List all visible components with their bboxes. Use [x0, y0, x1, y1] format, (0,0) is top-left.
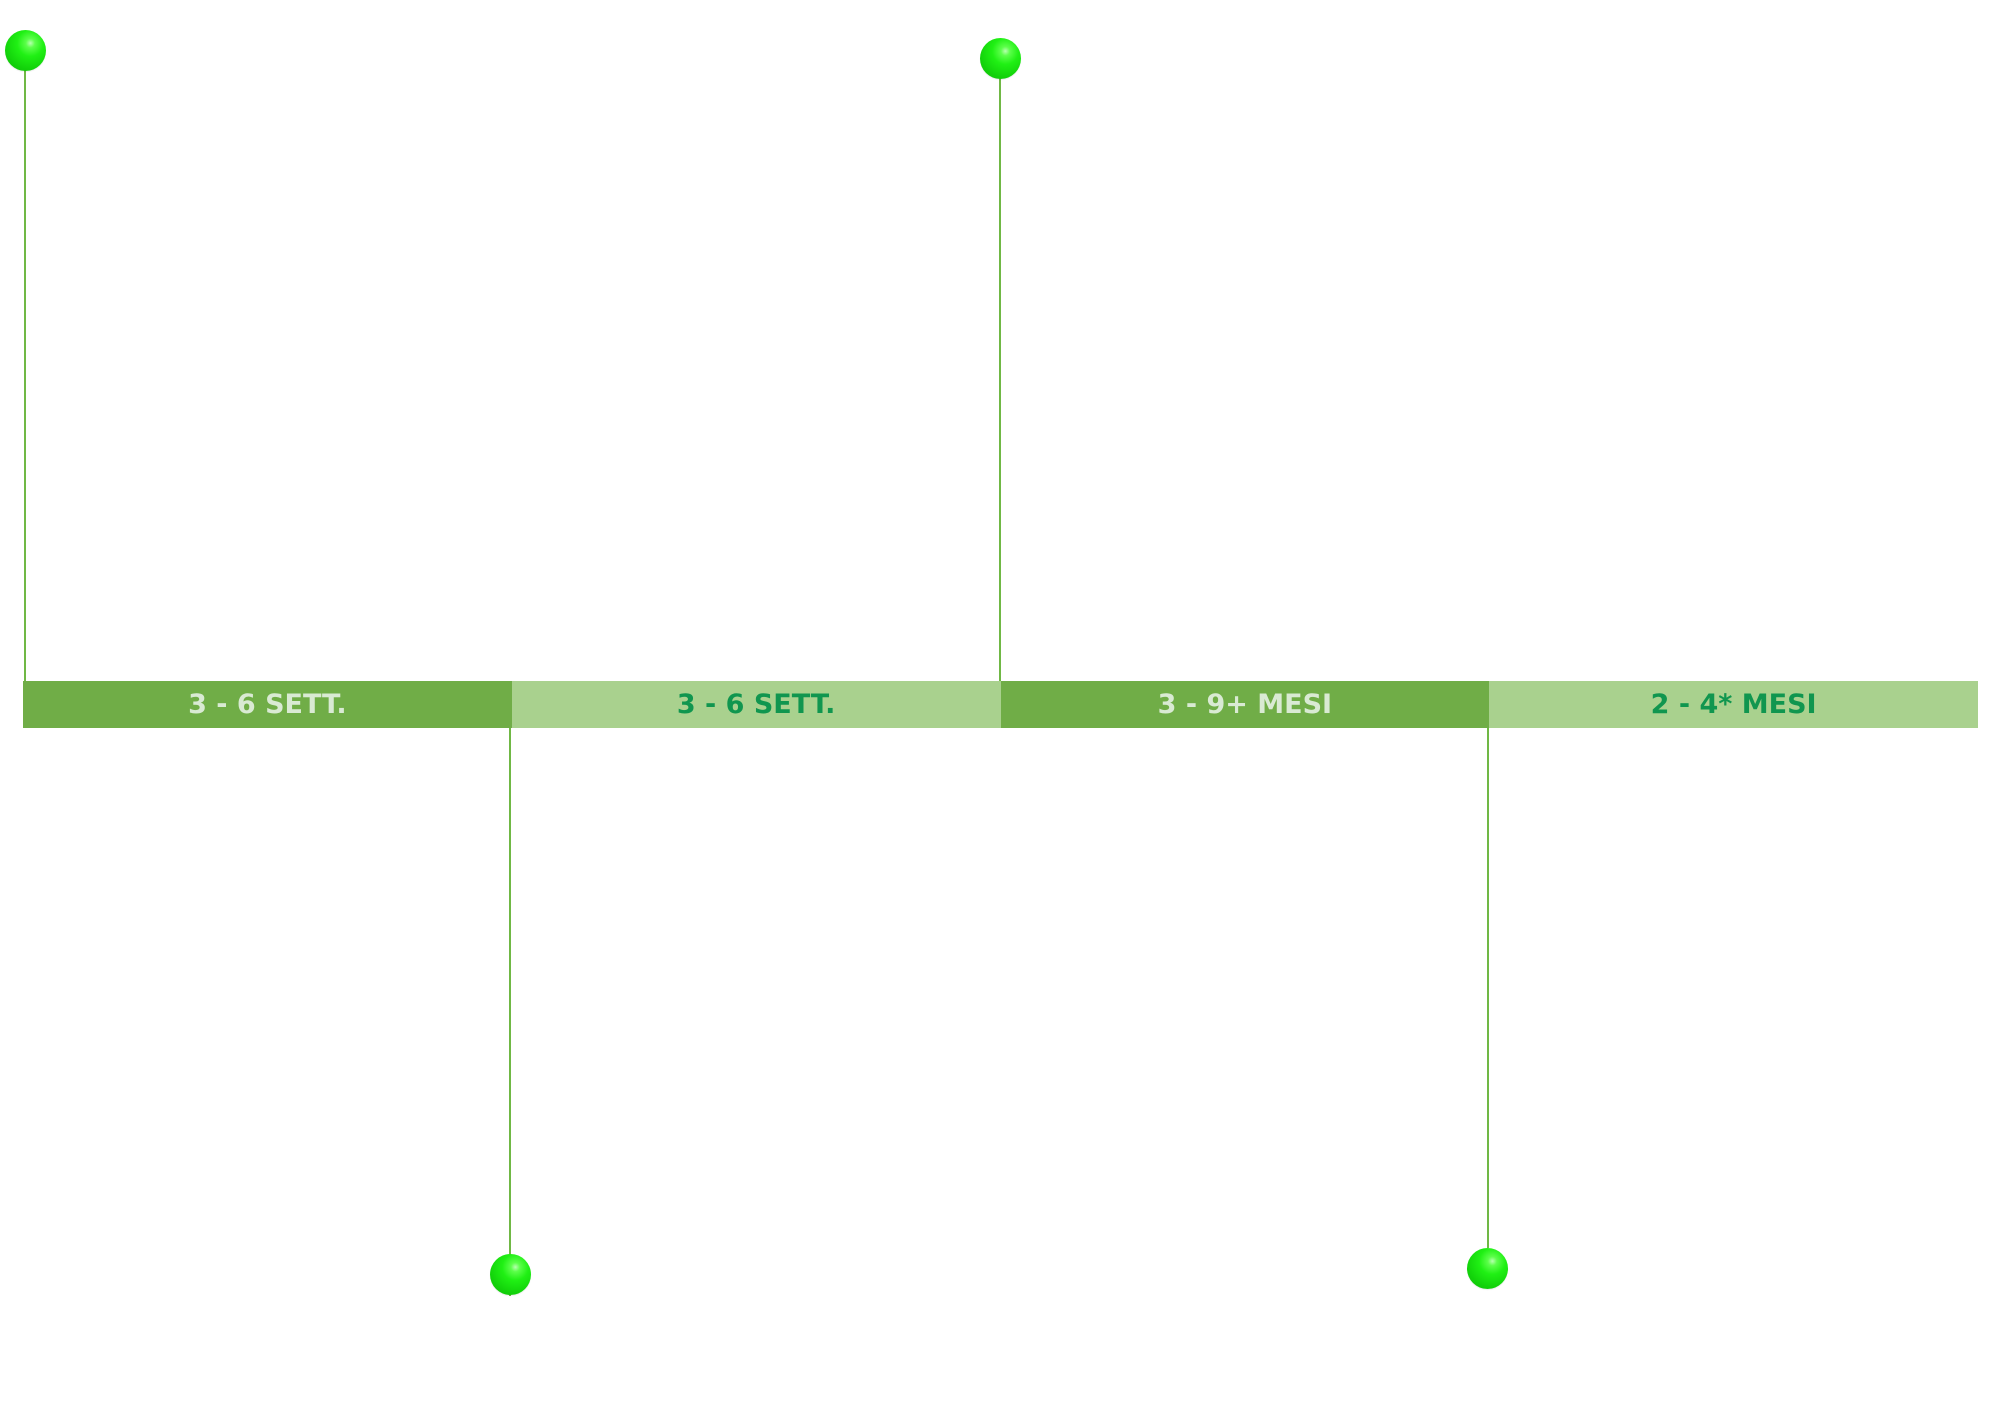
pin-marker-4 [1467, 1248, 1508, 1289]
phase-label-2: 3 - 6 SETT. [676, 689, 836, 720]
pin-marker-1 [5, 30, 46, 71]
pin-marker-2 [490, 1254, 531, 1295]
phase-segment-4: 2 - 4* MESI [1489, 681, 1978, 728]
phase-segment-2: 3 - 6 SETT. [511, 681, 1001, 728]
stem-phase-1 [24, 70, 26, 682]
phase-label-4: 2 - 4* MESI [1650, 689, 1817, 720]
phase-segment-1: 3 - 6 SETT. [23, 681, 512, 728]
phase-label-3: 3 - 9+ MESI [1157, 689, 1333, 720]
stem-phase-2 [509, 728, 511, 1296]
phase-label-1: 3 - 6 SETT. [188, 689, 347, 720]
phase-segment-3: 3 - 9+ MESI [1000, 681, 1490, 728]
pin-marker-3 [980, 38, 1021, 79]
timeline-bar: 3 - 6 SETT. 3 - 6 SETT. 3 - 9+ MESI 2 - … [23, 681, 1978, 728]
stem-phase-3 [999, 78, 1001, 682]
stem-phase-4 [1487, 728, 1489, 1248]
